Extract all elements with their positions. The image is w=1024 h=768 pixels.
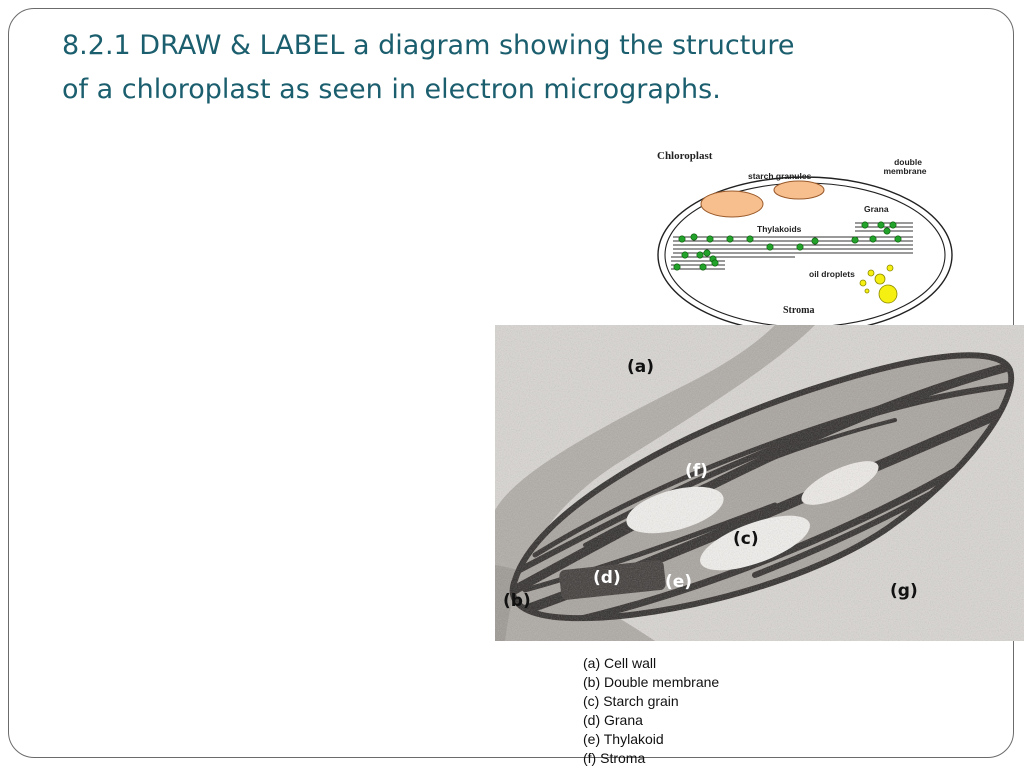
- thylakoid-dot: [766, 243, 774, 251]
- micrograph-label-e: (e): [665, 572, 692, 592]
- micrograph-label-a: (a): [627, 357, 654, 377]
- oil-droplet: [859, 279, 867, 287]
- legend-item-grana: (d) Grana: [583, 712, 643, 728]
- starch-granule: [773, 180, 825, 200]
- micrograph-legend: (a) Cell wall (b) Double membrane (c) St…: [583, 654, 719, 768]
- double-membrane-label-line-1: double: [894, 157, 922, 167]
- micrograph-label-g: (g): [890, 581, 918, 601]
- micrograph-label-b: (b): [503, 591, 531, 611]
- chloroplast-diagram-drawing: Chloroplast double membrane starch granu…: [657, 150, 953, 334]
- slide-title-line-2: of a chloroplast as seen in electron mic…: [62, 74, 721, 105]
- starch-granule: [700, 190, 764, 218]
- thylakoid-dot: [681, 251, 689, 259]
- thylakoid-dot: [673, 263, 681, 271]
- thylakoid-dot: [811, 237, 819, 245]
- electron-micrograph-image: (a) (b) (c) (d) (e) (f) (g): [495, 325, 1024, 641]
- chloroplast-diagram: Chloroplast double membrane starch granu…: [655, 143, 955, 335]
- legend-item-double-membrane: (b) Double membrane: [583, 674, 720, 690]
- micrograph-label-d: (d): [593, 568, 621, 588]
- stroma-label: Stroma: [783, 305, 814, 316]
- double-membrane-label-line-2: membrane: [884, 166, 927, 176]
- thylakoid-dot: [851, 236, 859, 244]
- thylakoid-dot: [894, 235, 902, 243]
- thylakoid-dot: [877, 221, 885, 229]
- thylakoid-dot: [889, 221, 897, 229]
- electron-micrograph: (a) (b) (c) (d) (e) (f) (g): [495, 325, 1024, 641]
- thylakoid-dot: [706, 235, 714, 243]
- thylakoid-dot: [726, 235, 734, 243]
- micrograph-label-c: (c): [733, 529, 759, 549]
- diagram-heading: Chloroplast: [657, 150, 713, 162]
- oil-droplet: [886, 264, 894, 272]
- legend-item-stroma: (f) Stroma: [583, 750, 646, 766]
- oil-droplet: [874, 273, 886, 285]
- grana-label: Grana: [864, 204, 889, 214]
- thylakoid-dot: [861, 221, 869, 229]
- slide-title-line-1: 8.2.1 DRAW & LABEL a diagram showing the…: [62, 30, 795, 61]
- oil-droplet: [864, 288, 870, 294]
- micrograph-grain: [495, 325, 1024, 641]
- legend-item-cell-wall: (a) Cell wall: [583, 655, 657, 671]
- oil-droplet: [878, 284, 898, 304]
- legend-item-thylakoid: (e) Thylakoid: [583, 731, 664, 747]
- thylakoid-dot: [696, 251, 704, 259]
- slide-title: 8.2.1 DRAW & LABEL a diagram showing the…: [62, 24, 942, 112]
- thylakoid-dot: [796, 243, 804, 251]
- thylakoid-dot: [678, 235, 686, 243]
- micrograph-label-f: (f): [685, 461, 708, 481]
- oil-droplets: [859, 264, 898, 304]
- legend-item-starch-grain: (c) Starch grain: [583, 693, 679, 709]
- thylakoid-dot: [711, 259, 719, 267]
- thylakoid-dots: [673, 221, 902, 271]
- thylakoid-dot: [690, 233, 698, 241]
- thylakoid-dot: [699, 263, 707, 271]
- thylakoids-label: Thylakoids: [757, 224, 802, 234]
- oil-droplets-label: oil droplets: [809, 269, 855, 279]
- thylakoid-dot: [869, 235, 877, 243]
- thylakoid-dot: [703, 249, 711, 257]
- oil-droplet: [867, 269, 875, 277]
- thylakoid-dot: [883, 227, 891, 235]
- thylakoid-dot: [746, 235, 754, 243]
- starch-granules-label: starch granules: [748, 171, 812, 181]
